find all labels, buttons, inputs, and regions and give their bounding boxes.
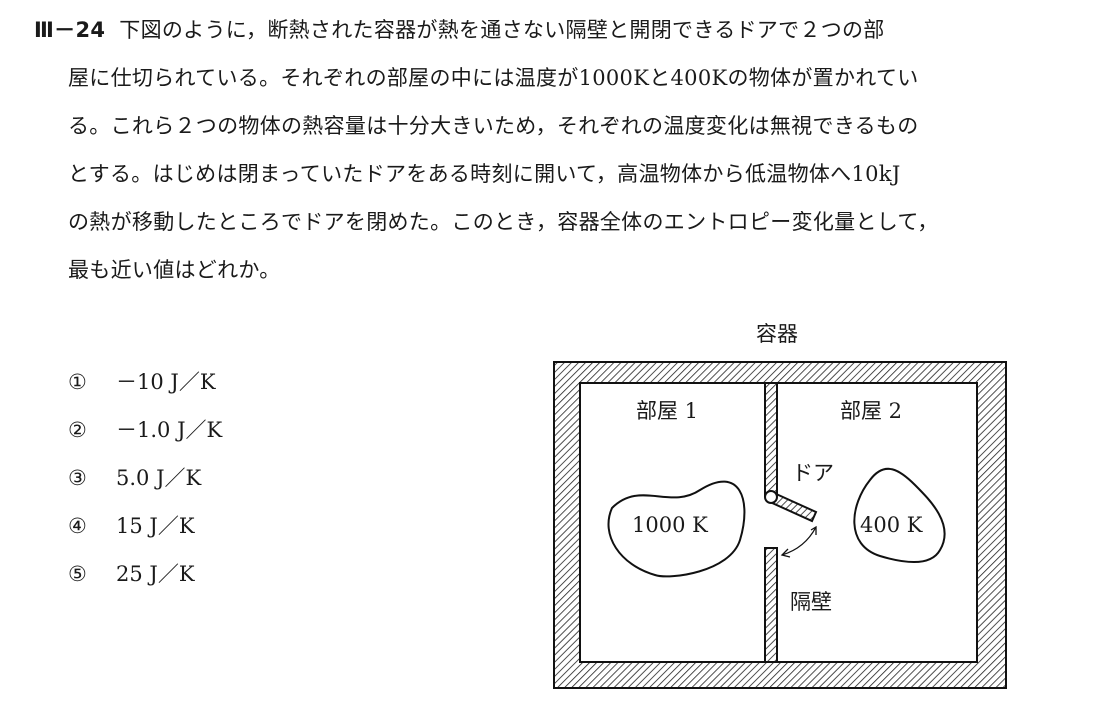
option-text: －10 J／K [116,370,216,394]
question-text-line: 屋に仕切られている。それぞれの部屋の中には温度が1000Kと400Kの物体が置か… [68,66,919,90]
hot-object-temperature: 1000 K [632,513,708,537]
answer-option-5[interactable]: ⑤ 25 J／K [68,558,195,588]
option-mark: ④ [68,514,87,538]
room1-label: 部屋 1 [636,399,699,423]
door-swing-arrow [781,526,817,556]
cold-object-temperature: 400 K [860,513,923,537]
option-mark: ① [68,370,87,394]
question-text-line: とする。はじめは閉まっていたドアをある時刻に開いて，高温物体から低温物体へ10k… [68,162,901,186]
door-label: ドア [792,461,834,485]
option-text: 25 J／K [116,562,195,586]
option-mark: ⑤ [68,562,87,586]
question-number: Ⅲ－24 [34,18,106,42]
question-text-line: 下図のように，断熱された容器が熱を通さない隔壁と開閉できるドアで２つの部 [119,18,885,42]
door-hinge [764,490,778,504]
answer-option-3[interactable]: ③ 5.0 J／K [68,462,201,492]
partition-upper [764,382,778,497]
option-mark: ③ [68,466,87,490]
partition-lower [764,547,778,663]
option-mark: ② [68,418,87,442]
question-first-line: Ⅲ－24 下図のように，断熱された容器が熱を通さない隔壁と開閉できるドアで２つの部 [34,14,885,44]
cold-object-outline [853,467,946,563]
question-text-line: の熱が移動したところでドアを閉めた。このとき，容器全体のエントロピー変化量として… [68,210,939,234]
option-text: 5.0 J／K [116,466,202,490]
answer-option-2[interactable]: ② －1.0 J／K [68,414,222,444]
room2-label: 部屋 2 [840,399,903,423]
option-text: 15 J／K [116,514,195,538]
insulated-wall [553,361,1007,689]
question-text-line: 最も近い値はどれか。 [68,258,281,282]
answer-option-4[interactable]: ④ 15 J／K [68,510,195,540]
answer-option-1[interactable]: ① －10 J／K [68,366,216,396]
hot-object-outline [607,480,746,578]
option-text: －1.0 J／K [116,418,223,442]
container-label: 容器 [756,322,798,346]
wall-label: 隔壁 [790,590,832,614]
question-text-line: る。これら２つの物体の熱容量は十分大きいため，それぞれの温度変化は無視できるもの [68,114,919,138]
